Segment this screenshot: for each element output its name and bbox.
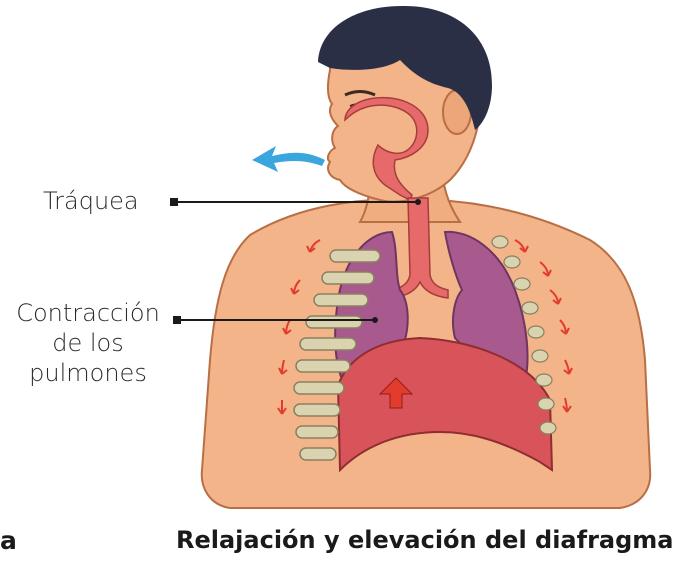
caption-left-fragment: a [0, 526, 17, 555]
label-lungs-line2: de los [8, 328, 168, 358]
label-trachea: Tráquea [43, 186, 139, 216]
label-lungs-line1: Contracción [8, 298, 168, 328]
exhale-arrow-icon [252, 146, 325, 172]
caption-main: Relajación y elevación del diafragma [176, 526, 673, 554]
label-lungs-line3: pulmones [8, 358, 168, 388]
label-lungs: Contracción de los pulmones [8, 298, 168, 388]
